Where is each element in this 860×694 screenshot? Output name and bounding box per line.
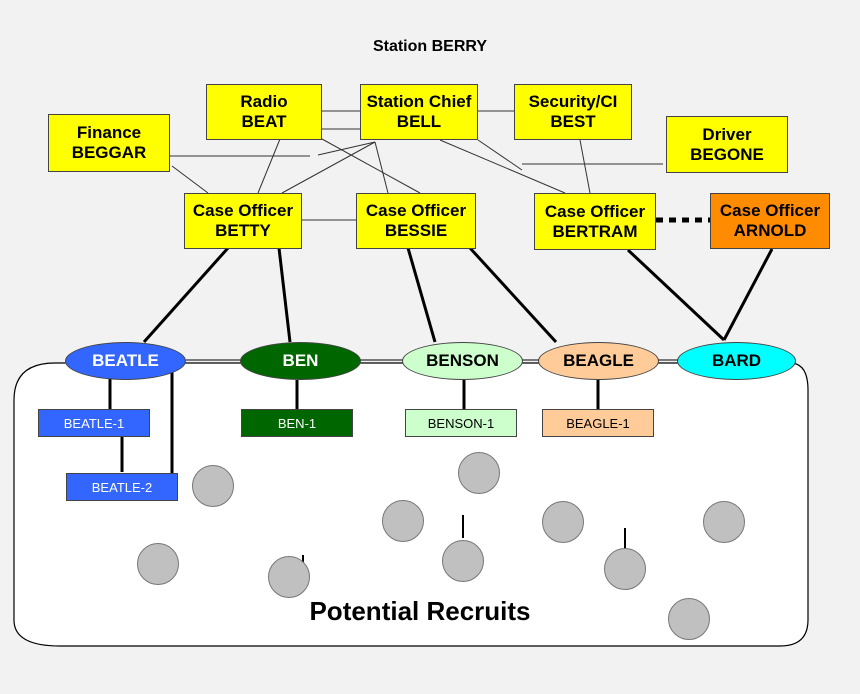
agent-benson: BENSON xyxy=(402,342,523,380)
bessie-box: Case Officer BESSIE xyxy=(356,193,476,249)
driver-box: Driver BEGONE xyxy=(666,116,788,173)
chief-role: Station Chief xyxy=(366,92,472,112)
subagent-benson-1: BENSON-1 xyxy=(405,409,517,437)
radio-name: BEAT xyxy=(241,112,287,131)
recruit-circle xyxy=(137,543,179,585)
betty-box: Case Officer BETTY xyxy=(184,193,302,249)
security-name: BEST xyxy=(550,112,596,131)
recruit-circle xyxy=(604,548,646,590)
bertram-box: Case Officer BERTRAM xyxy=(534,193,656,250)
arnold-role: Case Officer xyxy=(719,201,821,221)
bertram-role: Case Officer xyxy=(544,201,646,221)
recruit-circle xyxy=(192,465,234,507)
subagent-beagle-1: BEAGLE-1 xyxy=(542,409,654,437)
agent-bard: BARD xyxy=(677,342,796,380)
subagent-beatle-2: BEATLE-2 xyxy=(66,473,178,501)
betty-role: Case Officer xyxy=(192,201,294,221)
recruit-circle xyxy=(458,452,500,494)
management-links xyxy=(170,110,663,221)
page-title: Station BERRY xyxy=(372,38,488,55)
subagent-links xyxy=(108,372,600,474)
bessie-role: Case Officer xyxy=(365,201,467,221)
recruit-circle xyxy=(703,501,745,543)
station-chief-box: Station Chief BELL xyxy=(360,84,478,140)
radio-role: Radio xyxy=(240,92,288,112)
chief-name: BELL xyxy=(396,112,442,131)
recruits-label: Potential Recruits xyxy=(309,596,531,626)
driver-role: Driver xyxy=(702,124,752,144)
agent-ben: BEN xyxy=(240,342,361,380)
subagent-beatle-1: BEATLE-1 xyxy=(38,409,150,437)
betty-name: BETTY xyxy=(215,221,271,240)
recruit-circle xyxy=(542,501,584,543)
agent-beatle: BEATLE xyxy=(65,342,186,380)
security-role: Security/CI xyxy=(528,92,618,112)
arnold-box: Case Officer ARNOLD xyxy=(710,193,830,249)
finance-role: Finance xyxy=(76,123,142,143)
bessie-name: BESSIE xyxy=(384,221,448,240)
recruit-circle xyxy=(382,500,424,542)
radio-box: Radio BEAT xyxy=(206,84,322,140)
security-box: Security/CI BEST xyxy=(514,84,632,140)
recruit-circle xyxy=(268,556,310,598)
finance-box: Finance BEGGAR xyxy=(48,114,170,172)
handler-links xyxy=(142,246,774,344)
recruit-circle xyxy=(668,598,710,640)
recruit-circle xyxy=(442,540,484,582)
subagent-ben-1: BEN-1 xyxy=(241,409,353,437)
bertram-name: BERTRAM xyxy=(552,221,638,241)
driver-name: BEGONE xyxy=(690,144,764,164)
agent-beagle: BEAGLE xyxy=(538,342,659,380)
finance-name: BEGGAR xyxy=(71,143,147,162)
arnold-name: ARNOLD xyxy=(733,221,807,240)
